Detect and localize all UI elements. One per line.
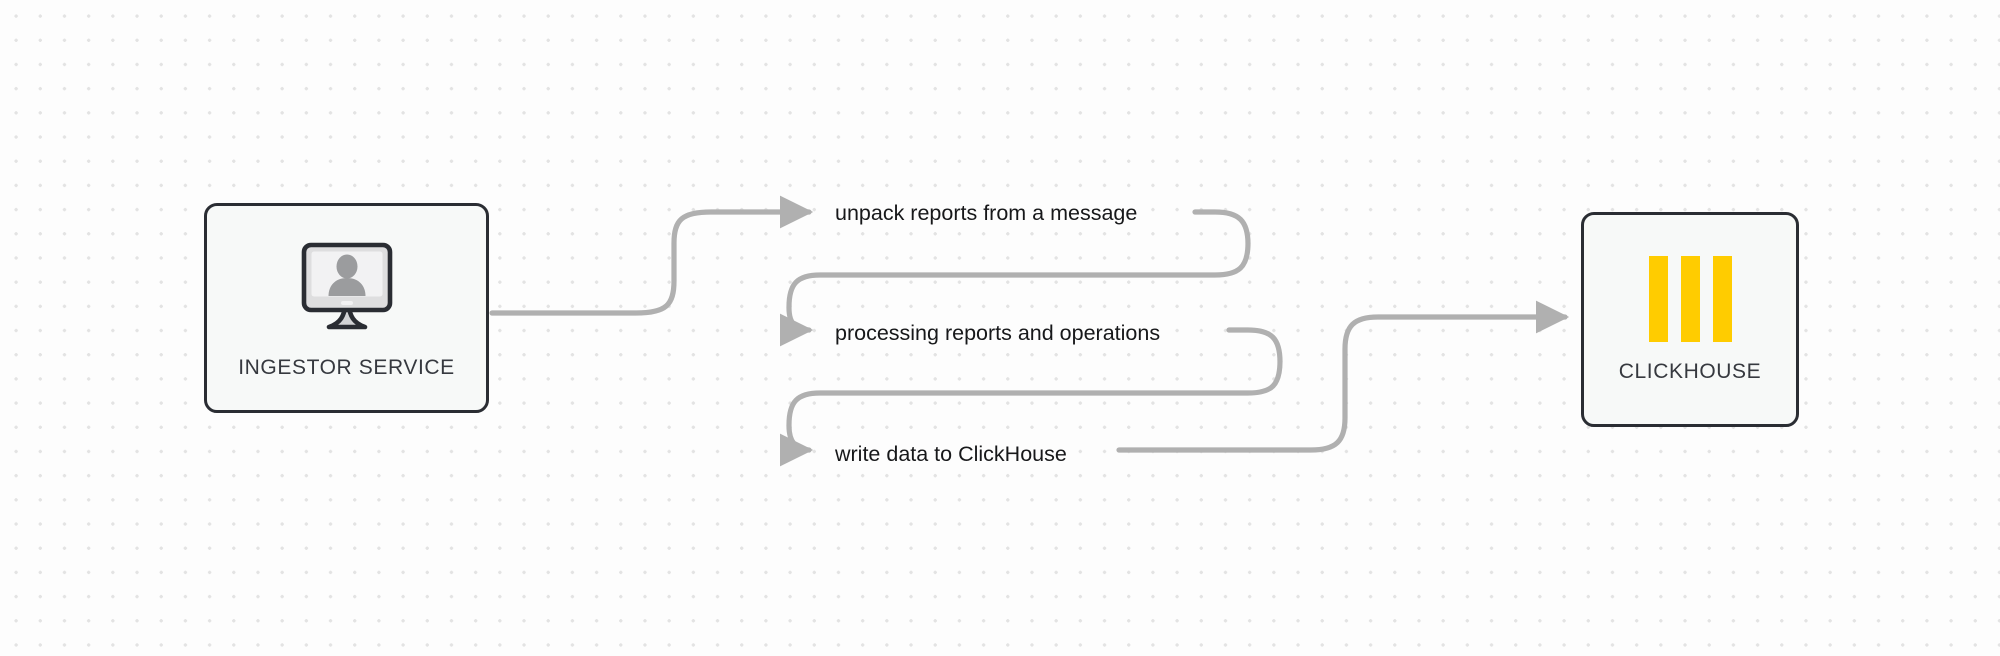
- edge-label-write-data: write data to ClickHouse: [830, 441, 1072, 470]
- node-clickhouse-label: CLICKHOUSE: [1618, 359, 1762, 383]
- clickhouse-logo-bar: [1680, 255, 1700, 342]
- monitor-user-icon: [291, 237, 403, 337]
- connector-unpack-to-processing: [779, 209, 1251, 347]
- edge-label-unpack-reports: unpack reports from a message: [830, 200, 1143, 229]
- clickhouse-logo-icon: [1648, 255, 1732, 342]
- clickhouse-logo-bar: [1648, 255, 1668, 342]
- node-clickhouse[interactable]: CLICKHOUSE: [1581, 212, 1799, 427]
- connector-write-to-clickhouse: [1116, 300, 1570, 453]
- clickhouse-logo-bar: [1712, 255, 1732, 342]
- edge-label-processing-reports: processing reports and operations: [830, 320, 1166, 349]
- node-ingestor-service-label: INGESTOR SERVICE: [238, 355, 455, 379]
- connector-ingestor-to-unpack: [489, 195, 814, 316]
- node-ingestor-service[interactable]: INGESTOR SERVICE: [204, 203, 489, 413]
